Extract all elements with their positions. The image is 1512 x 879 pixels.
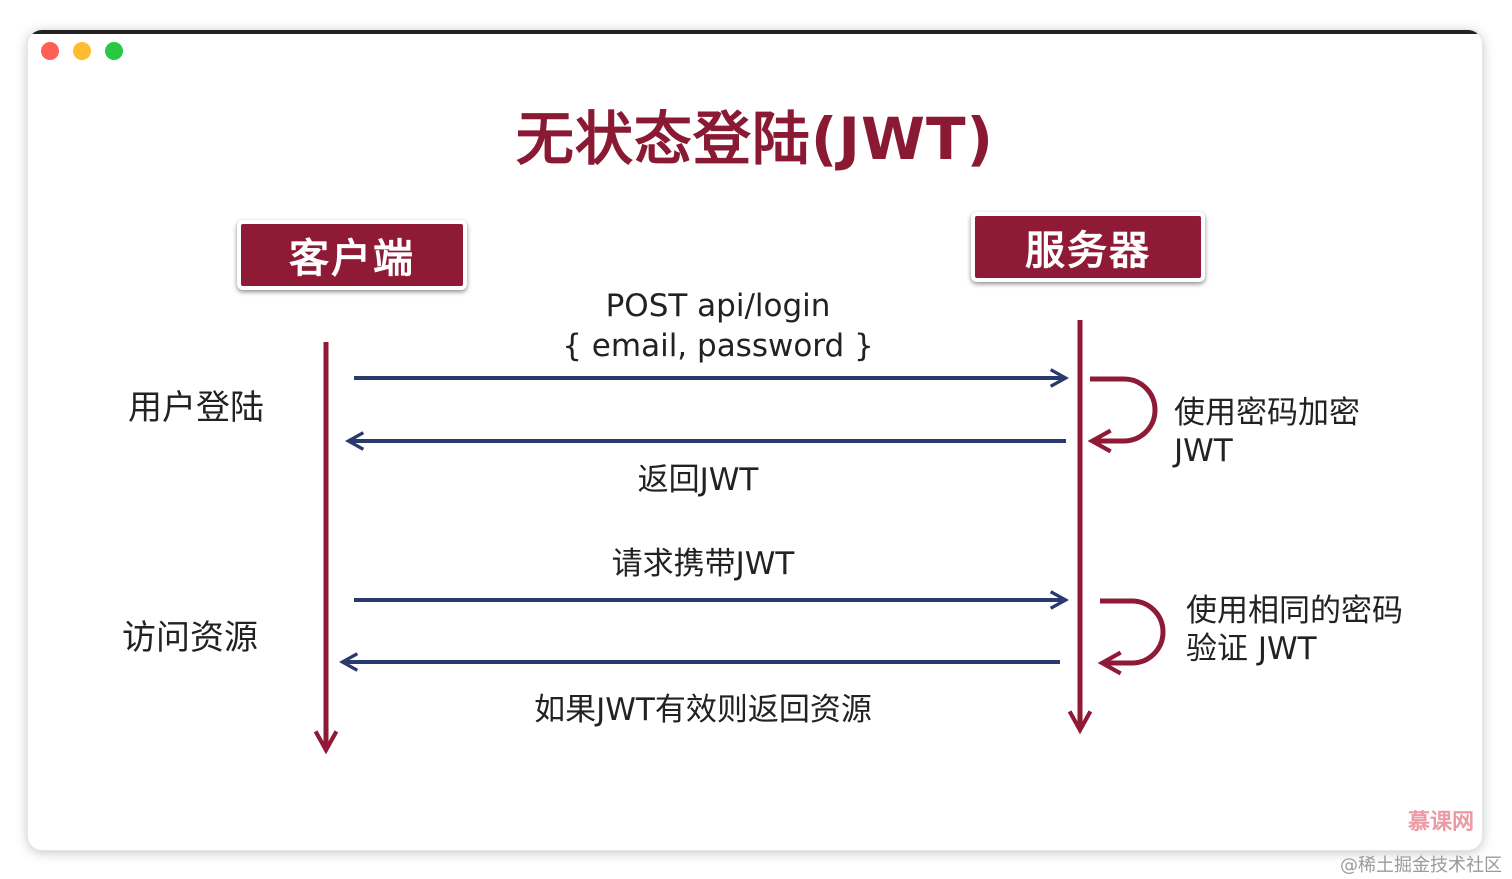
sign-jwt-note-line2: JWT: [1174, 433, 1233, 469]
juejin-watermark: @稀土掘金技术社区: [1340, 855, 1502, 876]
verify-self-loop-arrow: [1100, 598, 1166, 663]
maximize-window-button[interactable]: [105, 42, 123, 60]
server-actor-box: 服务器: [971, 212, 1205, 282]
server-actor-label: 服务器: [1025, 228, 1151, 274]
window-top-border: [28, 30, 1482, 34]
slide-window: 无状态登陆(JWT) 客户端 服务器 POST api: [28, 30, 1482, 850]
login-request-label: POST api/login { email, password }: [548, 286, 888, 366]
sign-jwt-note: 使用密码加密 JWT: [1174, 394, 1360, 470]
login-request-endpoint: POST api/login: [605, 288, 831, 324]
close-window-button[interactable]: [41, 42, 59, 60]
verify-jwt-note: 使用相同的密码 验证 JWT: [1186, 592, 1403, 668]
client-actor-label: 客户端: [289, 236, 415, 282]
sequence-diagram: [28, 320, 1166, 850]
imooc-logo: 慕课网: [1407, 810, 1474, 835]
login-request-body: { email, password }: [562, 328, 874, 364]
sign-self-loop-arrow: [1090, 376, 1158, 441]
slide-title: 无状态登陆(JWT): [515, 105, 995, 173]
client-actor-box: 客户端: [237, 220, 467, 290]
verify-jwt-note-line2: 验证 JWT: [1186, 631, 1317, 667]
access-phase-label: 访问资源: [122, 618, 258, 658]
login-response-label: 返回JWT: [637, 462, 759, 498]
minimize-window-button[interactable]: [73, 42, 91, 60]
verify-jwt-note-line1: 使用相同的密码: [1186, 593, 1403, 629]
sign-jwt-note-line1: 使用密码加密: [1174, 395, 1360, 431]
access-response-label: 如果JWT有效则返回资源: [534, 692, 872, 728]
access-request-label: 请求携带JWT: [611, 546, 795, 582]
login-phase-label: 用户登陆: [128, 388, 264, 428]
